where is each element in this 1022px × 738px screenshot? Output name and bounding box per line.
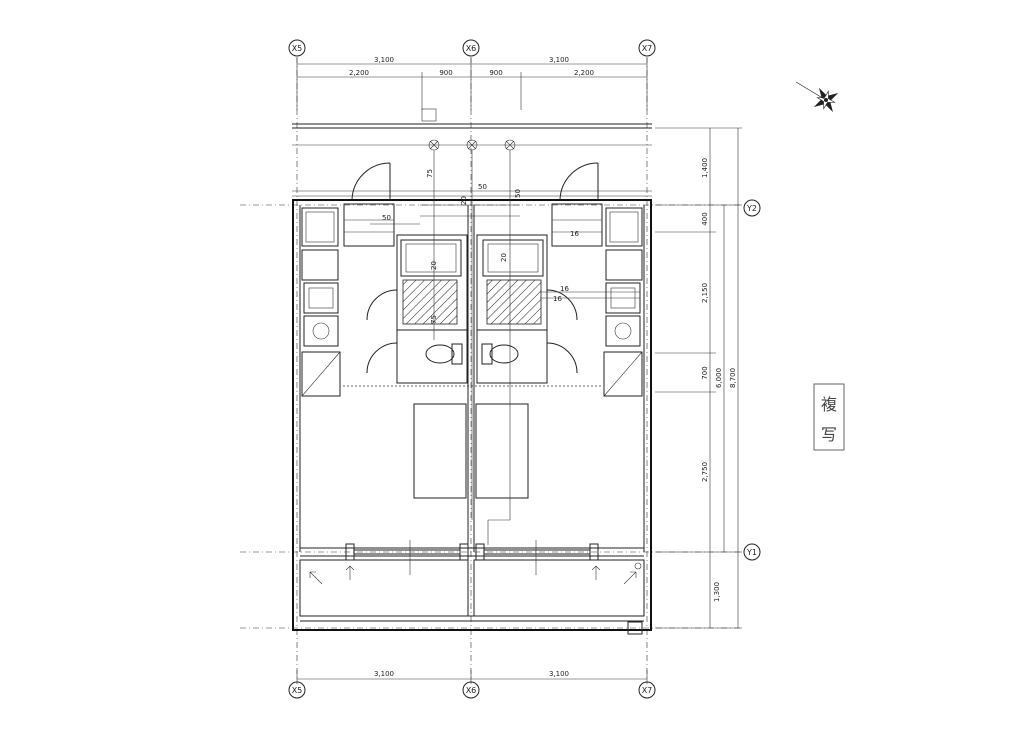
note-75-bath: 75 <box>430 315 438 324</box>
note-50-top: 50 <box>478 183 487 191</box>
note-20-b: 20 <box>500 253 508 262</box>
axis-label-x7-top: X7 <box>642 44 653 53</box>
small-annotations: 75 50 50 50 20 20 16 16 16 20 75 <box>382 169 579 324</box>
dim-top-span-2: 3,100 <box>549 56 569 64</box>
kitchen-right <box>551 203 643 397</box>
note-16-pipe-b: 16 <box>553 295 562 303</box>
grid-axis-bubbles: X5 X6 X7 X5 X6 X7 Y2 Y1 <box>288 39 761 699</box>
note-16-kitchen-right: 16 <box>570 230 579 238</box>
dim-right-8700: 8,700 <box>729 368 737 388</box>
axis-label-x5-top: X5 <box>292 44 303 53</box>
plumbing-lines <box>370 150 640 545</box>
note-50-right: 50 <box>514 189 522 198</box>
dim-right-6000: 6,000 <box>715 368 723 388</box>
grid-center-lines <box>240 57 743 681</box>
dim-right-1400: 1,400 <box>701 158 709 178</box>
dim-right-2750: 2,750 <box>701 462 709 482</box>
balcony-windows <box>345 540 599 575</box>
dim-top-sub-1: 2,200 <box>349 69 369 77</box>
stamp-char-1: 複 <box>821 395 837 414</box>
dim-right-2150: 2,150 <box>701 283 709 303</box>
axis-label-x7-bottom: X7 <box>642 686 653 695</box>
kitchen-left <box>301 203 395 397</box>
bathroom-right <box>476 234 578 384</box>
balcony <box>299 559 645 635</box>
north-arrow-icon <box>795 81 839 113</box>
beds <box>413 403 529 499</box>
axis-label-x5-bottom: X5 <box>292 686 303 695</box>
dim-top-sub-4: 2,200 <box>574 69 594 77</box>
top-dimensions: 3,100 3,100 2,200 900 900 2,200 <box>296 56 648 110</box>
note-50-kitchen: 50 <box>382 214 391 222</box>
copy-stamp: 複 写 <box>813 383 845 451</box>
dim-top-sub-3: 900 <box>489 69 502 77</box>
dim-right-1300: 1,300 <box>713 582 721 602</box>
note-16-pipe-a: 16 <box>560 285 569 293</box>
dim-top-sub-2: 900 <box>439 69 452 77</box>
dim-bottom-span-1: 3,100 <box>374 670 394 678</box>
axis-label-y2: Y2 <box>746 204 757 213</box>
dim-top-span-1: 3,100 <box>374 56 394 64</box>
stamp-char-2: 写 <box>821 425 837 444</box>
entry-doors <box>351 162 599 201</box>
axis-label-y1: Y1 <box>746 548 757 557</box>
dim-right-700: 700 <box>701 366 709 379</box>
dim-bottom-span-2: 3,100 <box>549 670 569 678</box>
bathroom-left <box>366 234 468 384</box>
note-20-a: 20 <box>460 196 468 205</box>
note-20-bath: 20 <box>430 261 438 270</box>
note-75-left: 75 <box>426 169 434 178</box>
axis-label-x6-bottom: X6 <box>466 686 477 695</box>
bottom-dimensions: 3,100 3,100 <box>296 670 648 684</box>
right-dimensions: 1,400 400 2,150 700 2,750 6,000 8,700 1,… <box>655 127 742 629</box>
dim-right-400: 400 <box>701 212 709 225</box>
axis-label-x6-top: X6 <box>466 44 477 53</box>
corridor-lines <box>292 108 652 197</box>
